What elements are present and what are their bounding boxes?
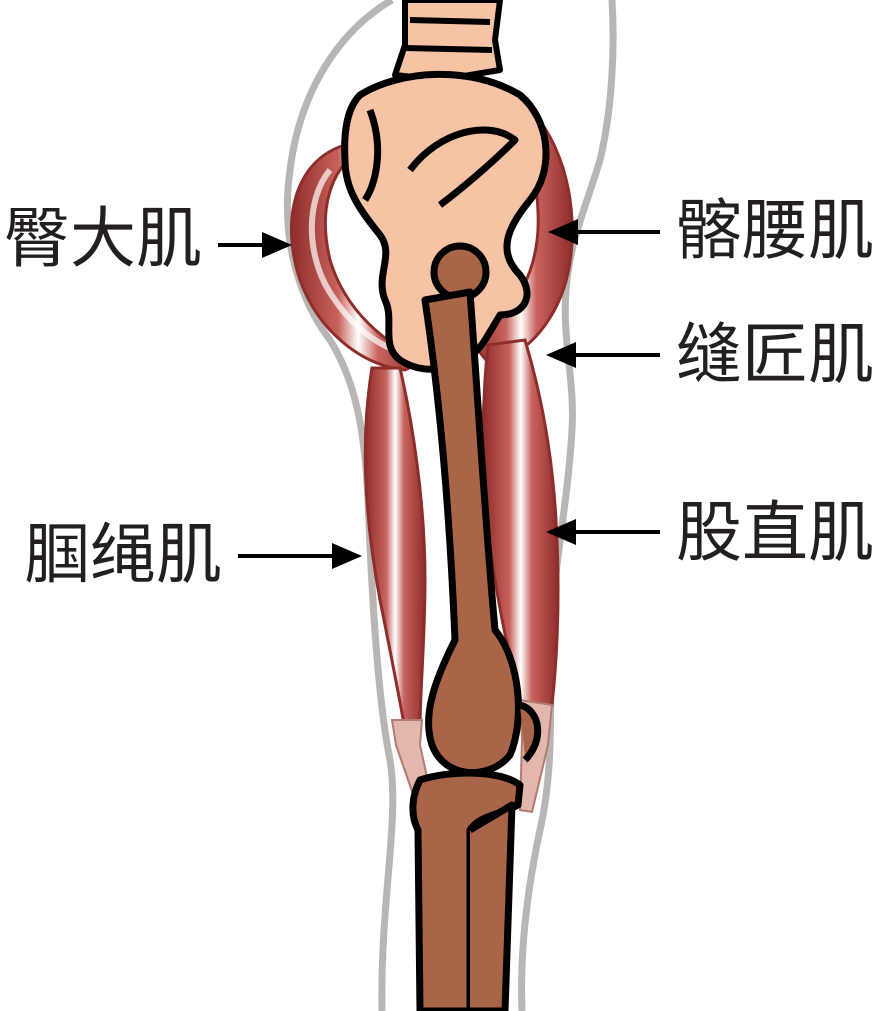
label-iliopsoas: 髂腰肌 <box>676 192 874 269</box>
arrow-gluteus <box>218 232 292 258</box>
tibia-bone <box>409 769 524 1011</box>
skin-outline <box>283 0 617 1011</box>
spine <box>392 0 503 83</box>
label-rectus-femoris: 股直肌 <box>676 494 874 571</box>
arrow-rectus-femoris <box>546 519 660 545</box>
arrow-sartorius <box>546 342 660 368</box>
gluteus-maximus-muscle <box>289 143 429 372</box>
arrow-iliopsoas <box>548 219 660 245</box>
arrow-hamstring <box>238 543 362 569</box>
pelvis-bone <box>341 70 550 373</box>
pointer-arrows <box>218 219 660 569</box>
label-sartorius: 缝匠肌 <box>676 316 874 393</box>
label-gluteus-maximus: 臀大肌 <box>4 200 202 277</box>
label-hamstrings: 腘绳肌 <box>24 516 222 593</box>
